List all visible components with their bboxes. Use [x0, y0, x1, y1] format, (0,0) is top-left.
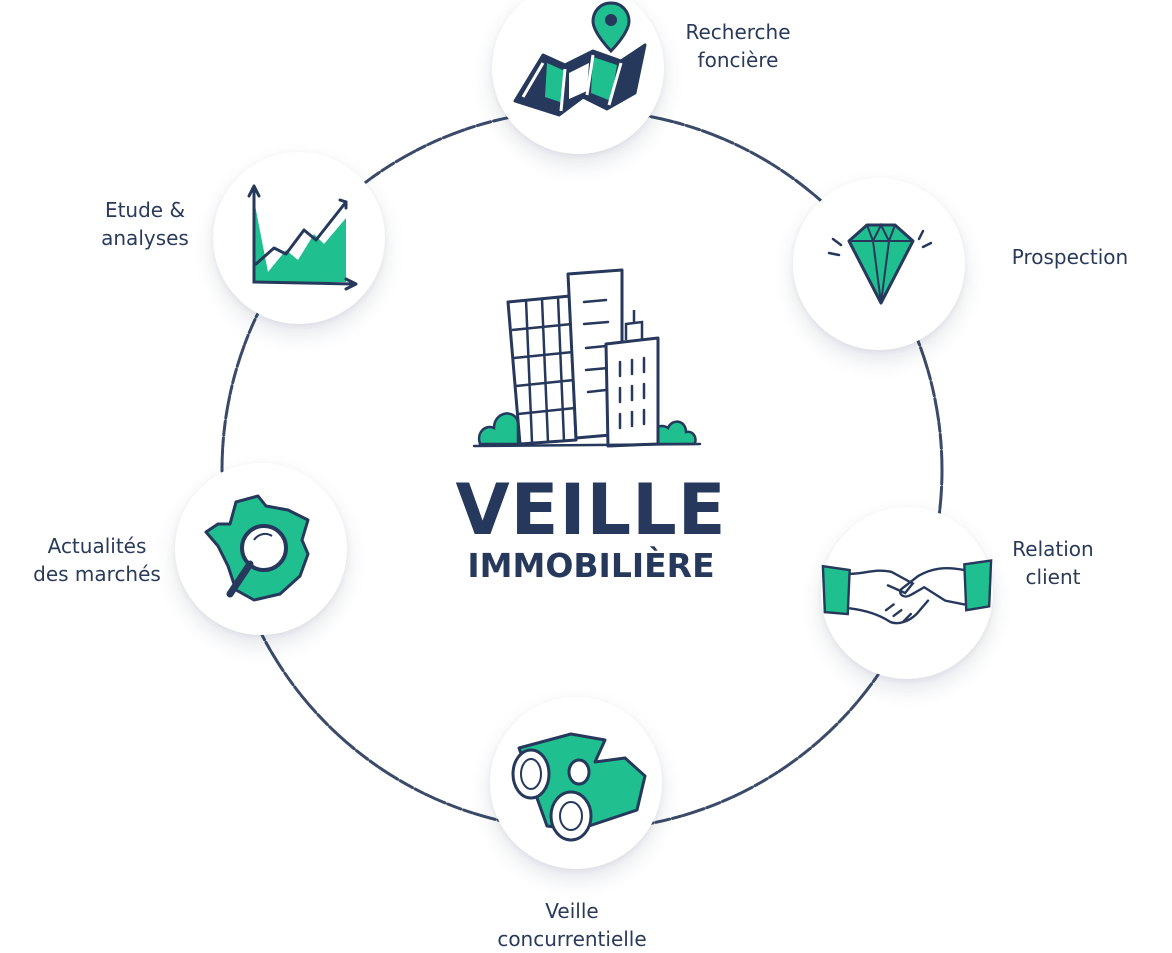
node-label-prospection: Prospection	[1011, 245, 1129, 269]
france-magnifier-icon	[204, 494, 310, 602]
node-etude-analyses	[213, 152, 385, 324]
diamond-icon	[827, 222, 933, 305]
center-subtitle: IMMOBILIÈRE	[467, 546, 715, 585]
center-title: VEILLE	[455, 469, 727, 551]
map-pin-icon	[513, 1, 647, 117]
node-label-etude-analyses: Etude & analyses	[101, 198, 189, 250]
node-prospection	[793, 178, 965, 350]
city-buildings-icon	[472, 268, 702, 448]
node-veille-concurrentielle	[490, 697, 662, 869]
node-label-relation-client: Relation client	[1012, 537, 1094, 589]
node-relation-client	[821, 507, 993, 679]
chart-icon	[247, 184, 358, 291]
binoculars-icon	[511, 732, 647, 842]
node-recherche-fonciere	[492, 0, 664, 154]
node-label-veille-concurrentielle: Veille concurrentielle	[497, 899, 647, 951]
node-label-recherche-fonciere: Recherche foncière	[685, 20, 791, 72]
node-actualites-marches	[175, 463, 347, 635]
handshake-icon	[821, 559, 993, 625]
node-label-actualites-marches: Actualités des marchés	[33, 534, 161, 586]
